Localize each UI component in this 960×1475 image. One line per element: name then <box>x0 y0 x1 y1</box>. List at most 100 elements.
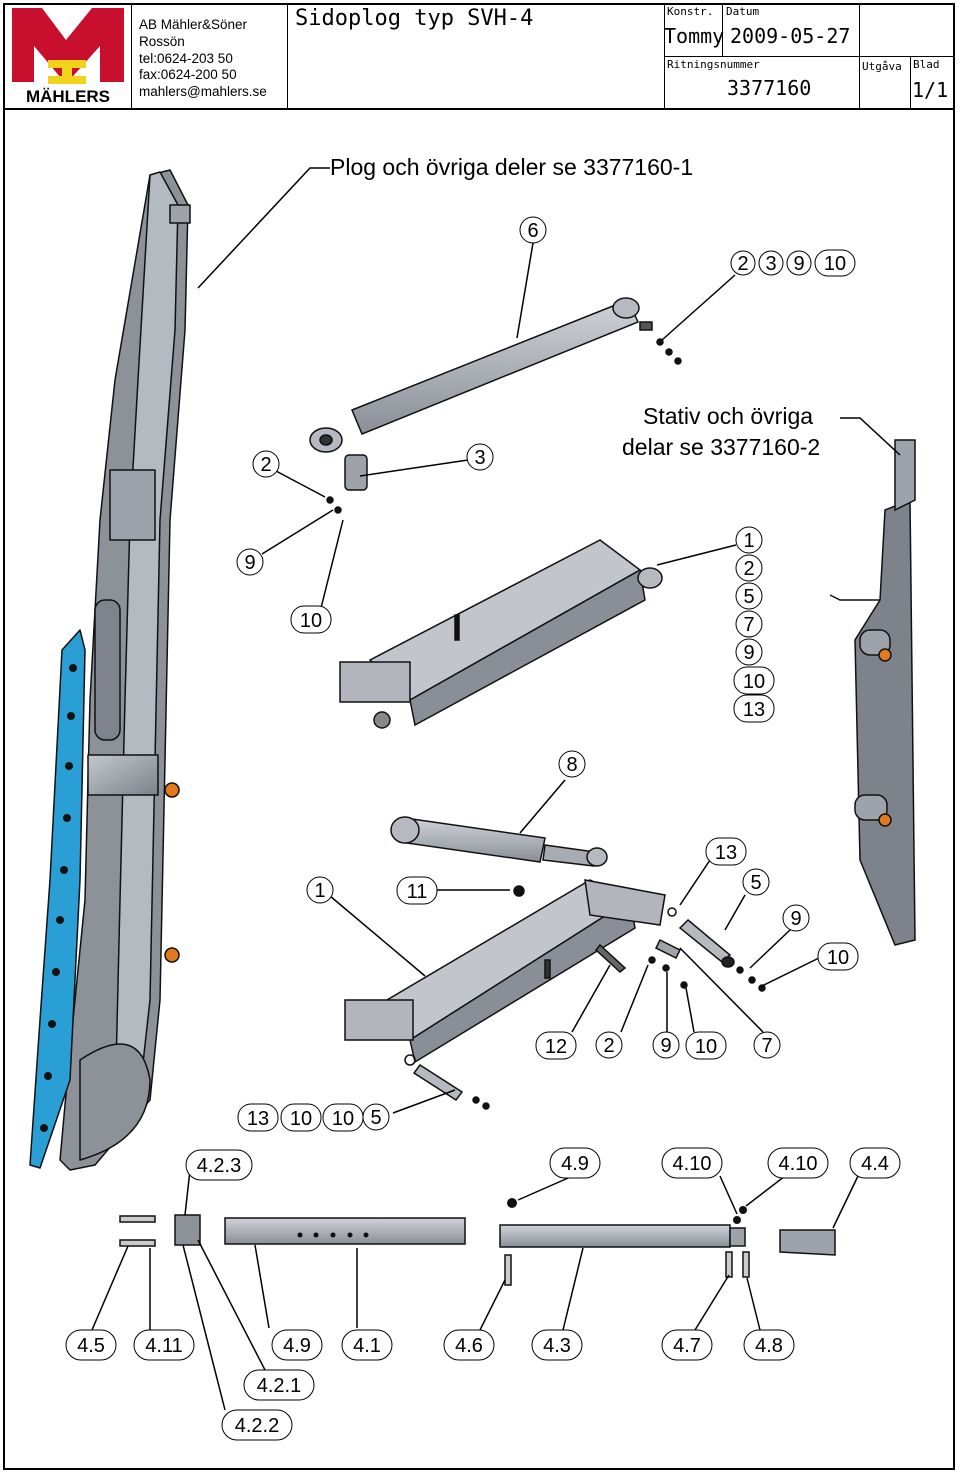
tb-divider <box>722 3 723 57</box>
balloon-pin-3: 3 <box>466 443 494 471</box>
konstr-label: Konstr. <box>667 5 714 18</box>
svg-text:10: 10 <box>827 947 849 969</box>
svg-text:4.11: 4.11 <box>145 1335 182 1357</box>
blad-value: 1/1 <box>912 78 949 102</box>
mahlers-logo: MÄHLERS <box>12 8 124 106</box>
svg-text:7: 7 <box>761 1035 772 1057</box>
tb-divider <box>859 3 860 109</box>
svg-text:2: 2 <box>603 1035 614 1057</box>
svg-text:4.3: 4.3 <box>543 1335 571 1357</box>
balloon-low-9: 9 <box>782 904 810 932</box>
svg-text:4.1: 4.1 <box>353 1335 381 1357</box>
balloon-4-5: 4.5 <box>65 1329 117 1361</box>
balloon-low-13: 13 <box>705 837 747 866</box>
cylinder-8 <box>390 816 608 867</box>
balloon-low-5: 5 <box>742 868 770 896</box>
svg-text:8: 8 <box>566 754 577 776</box>
svg-text:9: 9 <box>660 1035 671 1057</box>
ritningsnummer-value: 3377160 <box>727 76 812 100</box>
balloon-row-5: 5 <box>362 1103 390 1131</box>
balloon-4-11: 4.11 <box>133 1329 195 1361</box>
tb-divider <box>664 56 955 57</box>
balloon-4-3: 4.3 <box>531 1329 583 1361</box>
plow-assembly <box>29 169 191 1171</box>
svg-text:MÄHLERS: MÄHLERS <box>26 87 110 106</box>
svg-text:2: 2 <box>737 253 748 275</box>
svg-text:4.7: 4.7 <box>673 1335 701 1357</box>
tb-divider <box>131 3 132 109</box>
balloon-bot-2: 2 <box>595 1031 623 1059</box>
balloon-4-4: 4.4 <box>849 1147 901 1179</box>
stand-assembly <box>829 439 916 946</box>
svg-text:13: 13 <box>743 699 765 721</box>
svg-text:3: 3 <box>474 447 485 469</box>
company-name: AB Mähler&Söner <box>139 17 248 32</box>
konstr-value: Tommy <box>664 24 725 48</box>
svg-text:5: 5 <box>743 586 754 608</box>
balloon-list-5: 5 <box>735 582 763 610</box>
svg-text:2: 2 <box>260 454 271 476</box>
balloon-list-2: 2 <box>735 554 763 582</box>
balloon-list-1: 1 <box>735 526 763 554</box>
balloon-list-10: 10 <box>733 666 775 695</box>
svg-text:9: 9 <box>790 908 801 930</box>
svg-text:10: 10 <box>290 1108 312 1130</box>
balloon-bot-7: 7 <box>753 1031 781 1059</box>
drawing-title: Sidoplog typ SVH-4 <box>295 6 534 31</box>
balloon-4-2-1: 4.2.1 <box>243 1369 315 1401</box>
stativ-note-line2: delar se 3377160-2 <box>622 434 820 460</box>
beam-assembly <box>119 1198 836 1286</box>
svg-text:5: 5 <box>750 872 761 894</box>
svg-text:4.4: 4.4 <box>861 1153 889 1175</box>
svg-text:4.5: 4.5 <box>77 1335 105 1357</box>
datum-label: Datum <box>726 5 760 18</box>
balloon-4-10-a: 4.10 <box>661 1147 723 1179</box>
balloon-4-2-2: 4.2.2 <box>221 1409 293 1441</box>
svg-text:2: 2 <box>743 558 754 580</box>
utgava-label: Utgåva <box>862 60 902 73</box>
balloon-bot-9: 9 <box>652 1031 680 1059</box>
svg-text:10: 10 <box>300 610 322 632</box>
svg-text:13: 13 <box>247 1108 269 1130</box>
svg-text:1: 1 <box>314 880 325 902</box>
svg-text:4.10: 4.10 <box>779 1153 818 1175</box>
balloon-low-1: 1 <box>306 876 334 904</box>
svg-text:1: 1 <box>743 530 754 552</box>
balloon-4-9-top: 4.9 <box>549 1147 601 1179</box>
company-city: Rossön <box>139 34 185 49</box>
svg-text:4.9: 4.9 <box>283 1335 311 1357</box>
svg-text:7: 7 <box>743 614 754 636</box>
svg-text:4.2.3: 4.2.3 <box>197 1155 241 1177</box>
plog-note: Plog och övriga deler se 3377160-1 <box>330 154 693 180</box>
svg-text:12: 12 <box>545 1036 567 1058</box>
balloon-top-10: 10 <box>814 249 856 277</box>
drawing-frame <box>3 3 955 1470</box>
svg-text:11: 11 <box>407 881 428 903</box>
svg-text:10: 10 <box>332 1108 354 1130</box>
svg-text:9: 9 <box>793 253 804 275</box>
balloon-4-6: 4.6 <box>443 1329 495 1361</box>
balloon-row-10a: 10 <box>280 1103 322 1132</box>
balloon-list-9: 9 <box>735 638 763 666</box>
svg-text:9: 9 <box>244 552 255 574</box>
balloon-4-1: 4.1 <box>341 1329 393 1361</box>
svg-text:4.9: 4.9 <box>561 1153 589 1175</box>
balloon-pin-10: 10 <box>290 605 332 634</box>
balloon-list-7: 7 <box>735 610 763 638</box>
balloon-8: 8 <box>558 750 586 778</box>
balloon-pin-2: 2 <box>252 450 280 478</box>
datum-value: 2009-05-27 <box>730 24 851 48</box>
balloon-4-8: 4.8 <box>743 1329 795 1361</box>
balloon-4-10-b: 4.10 <box>767 1147 829 1179</box>
svg-text:3: 3 <box>765 253 776 275</box>
svg-text:4.2.2: 4.2.2 <box>235 1415 279 1437</box>
tb-divider <box>910 56 911 109</box>
upper-arm <box>339 539 663 729</box>
stativ-note-line1: Stativ och övriga <box>643 403 813 429</box>
svg-text:10: 10 <box>824 253 846 275</box>
svg-text:9: 9 <box>743 642 754 664</box>
balloon-6: 6 <box>519 216 547 244</box>
svg-text:6: 6 <box>527 220 538 242</box>
svg-text:4.6: 4.6 <box>455 1335 483 1357</box>
